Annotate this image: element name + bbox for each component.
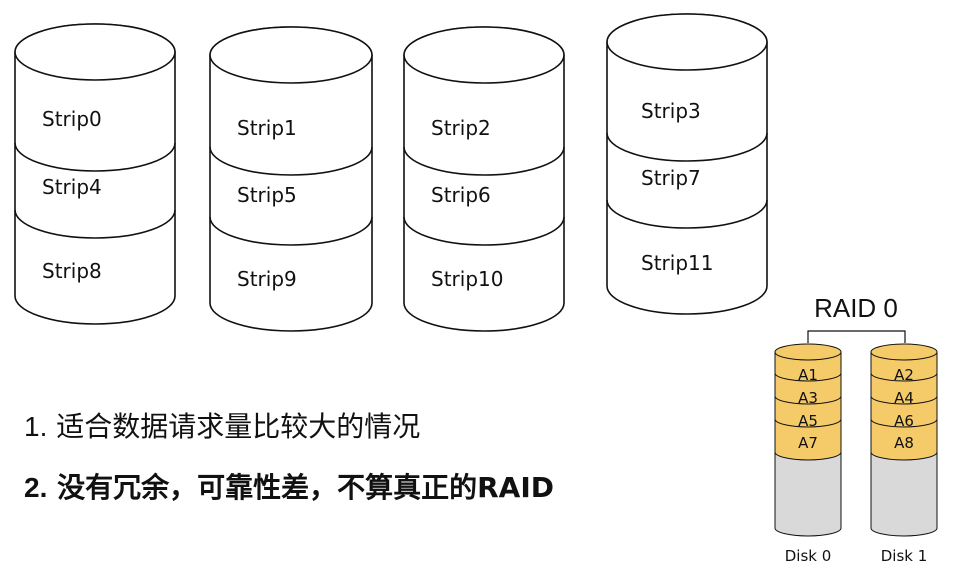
block-label: A3 — [798, 389, 818, 407]
strip-label: Strip5 — [237, 183, 297, 207]
block-label: A8 — [894, 434, 914, 452]
raid-title: RAID 0 — [814, 293, 898, 323]
note-text: 适合数据请求量比较大的情况 — [56, 410, 421, 443]
disk-cylinder-1: Strip1 Strip5 Strip9 — [209, 26, 373, 332]
raid-disk-0: A1 A3 A5 A7 Disk 0 — [774, 343, 842, 565]
strip-label: Strip0 — [42, 107, 102, 131]
block-label: A5 — [798, 412, 818, 430]
block-label: A4 — [894, 389, 914, 407]
block-label: A2 — [894, 366, 914, 384]
strip-label: Strip6 — [431, 183, 491, 207]
disk-label: Disk 0 — [785, 547, 832, 565]
strip-label: Strip9 — [237, 267, 297, 291]
strip-label: Strip10 — [431, 267, 503, 291]
note-2: 2. 没有冗余，可靠性差，不算真正的RAID — [24, 466, 554, 506]
note-number: 1. — [24, 411, 48, 442]
block-label: A1 — [798, 366, 818, 384]
note-text: 没有冗余，可靠性差，不算真正的RAID — [57, 471, 555, 504]
strip-label: Strip2 — [431, 116, 491, 140]
strip-label: Strip11 — [641, 251, 713, 275]
strip-label: Strip4 — [42, 175, 102, 199]
block-label: A7 — [798, 434, 818, 452]
disk-cylinder-0: Strip0 Strip4 Strip8 — [14, 23, 176, 325]
strip-label: Strip7 — [641, 166, 701, 190]
note-1: 1. 适合数据请求量比较大的情况 — [24, 405, 420, 445]
raid-connector — [807, 330, 906, 343]
raid0-illustration: RAID 0 A1 A3 A5 A7 Disk 0 A2 A4 A6 — [774, 293, 938, 565]
strip-label: Strip1 — [237, 116, 297, 140]
note-number: 2. — [24, 472, 48, 503]
disk-cylinder-3: Strip3 Strip7 Strip11 — [606, 13, 768, 315]
strip-label: Strip8 — [42, 259, 102, 283]
disk-label: Disk 1 — [881, 547, 928, 565]
disk-cylinder-2: Strip2 Strip6 Strip10 — [403, 26, 565, 332]
block-label: A6 — [894, 412, 914, 430]
strip-label: Strip3 — [641, 99, 701, 123]
raid-disk-1: A2 A4 A6 A8 Disk 1 — [870, 343, 938, 565]
